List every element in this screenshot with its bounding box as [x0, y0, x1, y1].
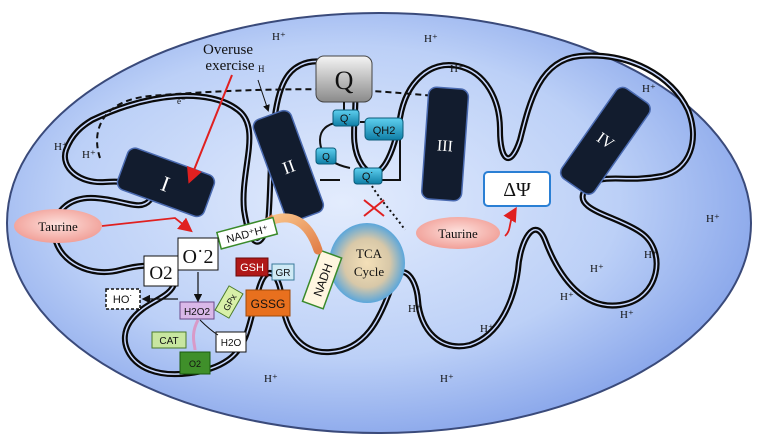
delta-psi-label: ΔΨ [503, 179, 531, 201]
tca-label-line1: TCA [356, 246, 383, 261]
ho-radical-box [105, 288, 141, 310]
q-small-box [315, 147, 337, 165]
cat-label: CAT [159, 336, 178, 347]
proton-7: H⁺ [706, 213, 720, 225]
taurine-right-arrow [503, 206, 517, 237]
proton-14: H⁺ [440, 373, 454, 385]
h2o2-to-o2-arrow [192, 319, 200, 351]
electron-label: e⁻ [177, 96, 186, 106]
taurine-right-ellipse [416, 217, 500, 249]
gr-label: GR [276, 268, 291, 279]
o2-small-box [179, 351, 211, 375]
gssg-box [245, 289, 291, 317]
q-dot-box-2 [353, 167, 383, 185]
h2o2-to-h2o-arrow [199, 319, 219, 336]
gpx-box: GPx [214, 285, 244, 319]
o2-left-box [143, 255, 179, 287]
ho-radical-label: HO˙ [113, 294, 133, 306]
tca-label-line2: Cycle [354, 264, 385, 279]
gsh-label: GSH [240, 262, 264, 274]
cat-box [151, 331, 187, 349]
proton-8: H⁺ [644, 249, 658, 261]
proton-5: H⁺ [450, 63, 464, 75]
q-small-label: Q [322, 152, 330, 163]
overuse-label-line2: exercise [205, 58, 254, 74]
o2-left-label: O2 [149, 263, 172, 284]
block-x-icon [363, 199, 385, 217]
qh2-box [364, 117, 404, 141]
proton-15: H⁺ [264, 373, 278, 385]
q-label: Q [335, 66, 354, 95]
h-small-arrow [257, 79, 270, 112]
electron-path [96, 88, 461, 159]
complex-1: I [116, 147, 216, 218]
gsh-box [235, 257, 269, 277]
taurine-left-label: Taurine [38, 219, 78, 234]
superoxide-box [177, 237, 219, 271]
complex-4: IV [559, 86, 651, 195]
complex-3: III [421, 86, 470, 202]
q-dot-box [332, 109, 360, 127]
blocked-path [371, 185, 406, 231]
proton-13: H⁺ [480, 323, 494, 335]
h2o-box [215, 331, 247, 353]
proton-1: H⁺ [54, 141, 68, 153]
proton-12: H⁺ [408, 303, 422, 315]
tca-cycle [329, 223, 405, 303]
proton-6: H⁺ [642, 83, 656, 95]
complex-3-label: III [436, 137, 453, 155]
h2o2-label: H2O2 [184, 307, 211, 318]
proton-2: H⁺ [82, 149, 96, 161]
q-dot-label-2: Q˙ [362, 171, 374, 183]
h2o-label: H2O [221, 338, 242, 349]
taurine-right-label: Taurine [438, 226, 478, 241]
proton-9: H⁺ [590, 263, 604, 275]
complex-2: II [252, 109, 325, 223]
overuse-arrow [187, 74, 233, 184]
qh2-label: QH2 [373, 125, 396, 137]
taurine-left-arrow [101, 217, 193, 233]
overuse-label-line1: Overuse [203, 42, 253, 58]
o2-small-label: O2 [189, 359, 201, 369]
gr-box [271, 263, 295, 281]
taurine-left-ellipse [14, 209, 102, 243]
h-small-label: H [258, 64, 265, 74]
q-dot-label: Q˙ [340, 113, 352, 125]
gssg-label: GSSG [251, 297, 286, 311]
proton-3: H⁺ [272, 31, 286, 43]
proton-11: H⁺ [620, 309, 634, 321]
outer-membrane [6, 12, 752, 434]
proton-4: H⁺ [424, 33, 438, 45]
delta-psi-box [483, 171, 551, 207]
proton-10: H⁺ [560, 291, 574, 303]
superoxide-label: O˙2 [182, 246, 213, 268]
